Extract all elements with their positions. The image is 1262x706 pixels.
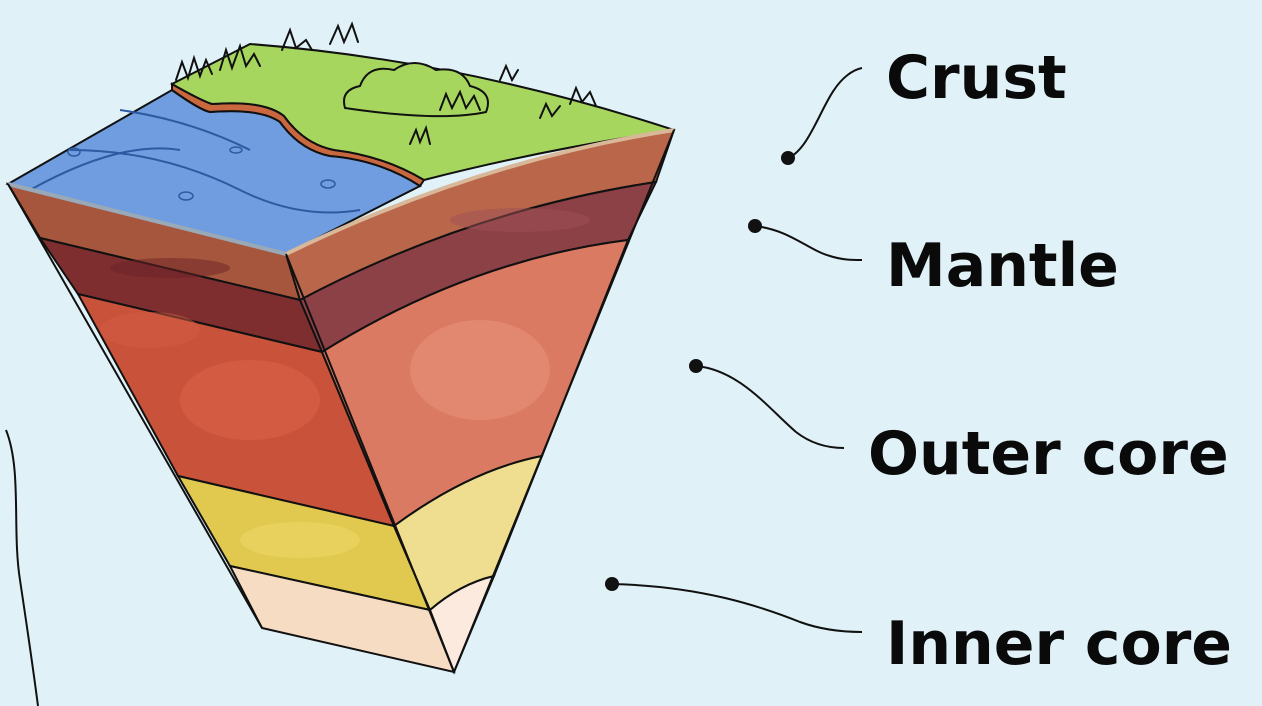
surface xyxy=(5,21,675,256)
mantle-dot xyxy=(748,219,762,233)
outer-core-dot xyxy=(689,359,703,373)
right-face xyxy=(284,128,676,675)
decorative-edge-curve xyxy=(5,429,39,706)
crust-label: Crust xyxy=(886,43,1067,113)
outer-core-leader-line xyxy=(695,365,845,449)
outer-core-label: Outer core xyxy=(868,419,1229,489)
mantle-leader-line xyxy=(754,225,863,261)
inner-core-label: Inner core xyxy=(886,609,1232,679)
bush xyxy=(343,62,489,118)
inner-core-dot xyxy=(605,577,619,591)
crust-dot xyxy=(781,151,795,165)
crust-leader-line xyxy=(787,67,863,159)
left-face xyxy=(5,182,456,674)
leader-dots xyxy=(605,151,795,591)
leader-lines xyxy=(611,67,863,633)
mantle-label: Mantle xyxy=(886,231,1119,301)
inner-core-leader-line xyxy=(611,583,863,633)
